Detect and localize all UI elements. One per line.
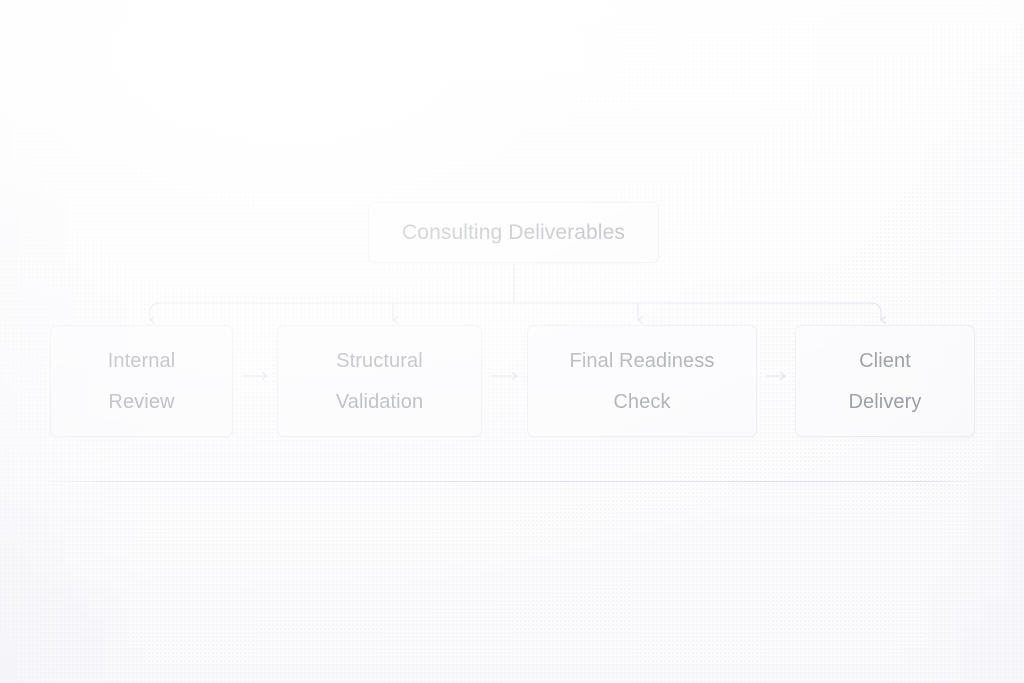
node-label-line-2: Validation bbox=[335, 390, 424, 413]
node-root-label: Consulting Deliverables bbox=[402, 220, 625, 244]
footer-divider bbox=[50, 481, 975, 482]
node-client-delivery[interactable]: Client Delivery bbox=[795, 325, 975, 437]
node-label-line-1: Structural bbox=[336, 349, 423, 372]
node-final-readiness-check[interactable]: Final Readiness Check bbox=[527, 325, 757, 437]
node-internal-review[interactable]: Internal Review bbox=[50, 325, 233, 437]
connector-branch-internal-review bbox=[149, 302, 161, 325]
node-label-line-2: Check bbox=[613, 390, 671, 413]
node-structural-validation[interactable]: Structural Validation bbox=[277, 325, 482, 437]
node-label-line-2: Review bbox=[108, 390, 175, 413]
node-label-line-1: Final Readiness bbox=[569, 349, 715, 372]
connector-branch-client-delivery bbox=[870, 302, 887, 325]
node-consulting-deliverables[interactable]: Consulting Deliverables bbox=[368, 202, 659, 263]
node-label-line-2: Delivery bbox=[848, 390, 922, 413]
node-label-line-1: Client bbox=[859, 349, 911, 372]
node-label-line-1: Internal bbox=[107, 349, 176, 372]
